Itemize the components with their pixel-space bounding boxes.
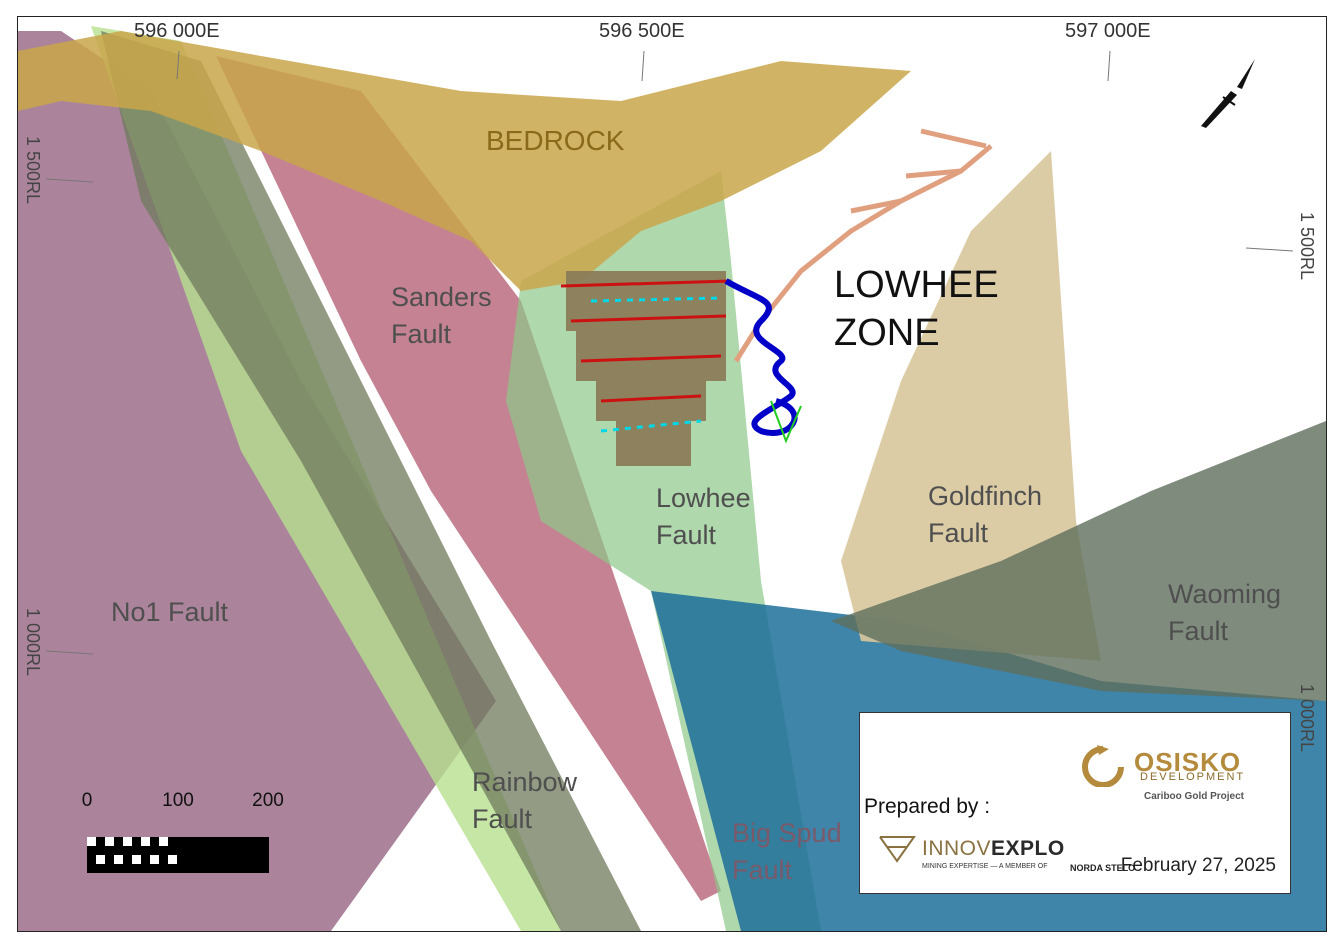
decline-branch — [905, 168, 962, 179]
tick-mark — [176, 50, 180, 80]
prepared-by-label: Prepared by : — [864, 795, 991, 818]
rl-label-right: 1 000RL — [1296, 684, 1317, 753]
goldfinch-fault-plane — [841, 151, 1101, 661]
sanders-fault-plane — [216, 56, 721, 901]
vein-blocks — [560, 271, 732, 466]
goldfinch-fault-label-line2: Fault — [928, 518, 989, 548]
lowhee-zone-label-line1: LOWHEE — [834, 264, 999, 306]
scale-tick-label: 0 — [81, 790, 93, 811]
tick-mark — [45, 178, 94, 183]
easting-label: 597 000E — [1065, 20, 1151, 42]
credits-box: OSISKO DEVELOPMENT Cariboo Gold Project … — [859, 712, 1291, 894]
rl-label-right: 1 500RL — [1296, 212, 1317, 281]
scale-bar-graphic — [87, 837, 269, 873]
decline-branch — [850, 198, 902, 214]
bedrock-surface — [18, 31, 911, 291]
drill-traces — [770, 400, 802, 444]
lowhee-fault-label-line1: Lowhee — [656, 483, 751, 513]
lowhee-zone-label-line2: ZONE — [834, 312, 940, 354]
osisko-project: Cariboo Gold Project — [1144, 791, 1245, 802]
decline-branch — [920, 128, 987, 149]
bigspud-fault-label-line1: Big Spud — [732, 818, 842, 848]
no1-fault-plane — [18, 31, 496, 931]
fault-band-dark — [101, 31, 641, 931]
norda-stelo-label: NORDA STELO — [1070, 863, 1136, 873]
underground-workings — [724, 278, 798, 436]
tick-mark — [641, 50, 645, 82]
scale-bar: 0 100 200 — [68, 790, 284, 873]
innovexplo-tagline: MINING EXPERTISE — A MEMBER OF — [922, 863, 1048, 870]
map-date: February 27, 2025 — [1120, 855, 1276, 876]
innovexplo-logo-icon — [879, 836, 916, 863]
osisko-subtitle: DEVELOPMENT — [1140, 771, 1246, 783]
bedrock-label: BEDROCK — [486, 125, 625, 156]
tick-mark — [45, 650, 94, 655]
osisko-name: OSISKO — [1134, 747, 1242, 777]
sanders-fault-label-line1: Sanders — [391, 282, 492, 312]
waoming-fault-plane — [831, 421, 1326, 701]
rainbow-fault-label-line1: Rainbow — [472, 767, 578, 797]
north-arrow-icon — [1201, 59, 1255, 128]
rl-label-left: 1 000RL — [22, 608, 43, 677]
sanders-fault-label-line2: Fault — [391, 319, 452, 349]
no1-fault-label: No1 Fault — [111, 597, 229, 627]
goldfinch-fault-label-line1: Goldfinch — [928, 481, 1043, 511]
scale-tick-label: 200 — [252, 790, 284, 811]
map-frame — [17, 16, 1327, 932]
easting-label: 596 500E — [599, 20, 685, 42]
innovexplo-name: INNOVEXPLO — [922, 837, 1065, 860]
tick-mark — [1245, 247, 1294, 252]
lowhee-fault-label-line2: Fault — [656, 520, 717, 550]
easting-label: 596 000E — [134, 20, 220, 42]
rl-label-left: 1 500RL — [22, 136, 43, 205]
waoming-fault-label-line2: Fault — [1168, 616, 1229, 646]
waoming-fault-label-line1: Waoming — [1168, 579, 1282, 609]
osisko-logo-icon — [1082, 745, 1124, 787]
rainbow-fault-label-line2: Fault — [472, 804, 533, 834]
scale-tick-label: 100 — [162, 790, 194, 811]
tick-mark — [1107, 50, 1111, 82]
geology-scene — [18, 26, 1326, 931]
bigspud-fault-label-line2: Fault — [732, 855, 793, 885]
